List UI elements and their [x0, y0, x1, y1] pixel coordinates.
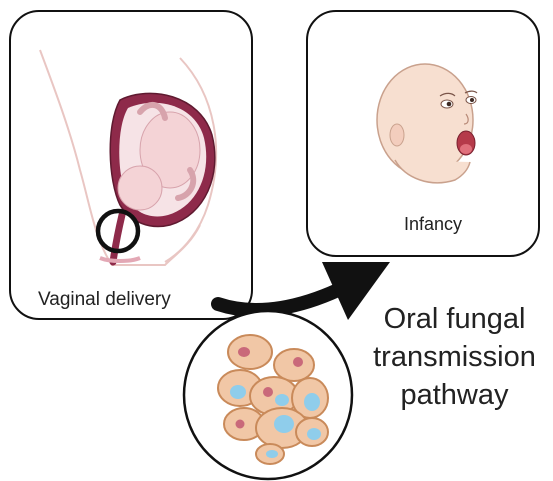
fungal-cells-illustration	[184, 311, 352, 479]
yeast-cell	[296, 418, 328, 446]
pathway-line: transmission	[356, 338, 553, 376]
infancy-label: Infancy	[404, 214, 462, 235]
pathway-label: Oral fungal transmission pathway	[356, 300, 553, 414]
yeast-cell	[256, 444, 284, 464]
birth-canal	[113, 215, 122, 262]
infant-head-illustration	[377, 64, 477, 183]
pathway-line: Oral fungal	[356, 300, 553, 338]
fetus-head	[118, 166, 162, 210]
pathway-line: pathway	[356, 376, 553, 414]
pregnant-body-illustration	[40, 50, 216, 265]
infant-ear	[390, 124, 404, 146]
yeast-cell	[274, 349, 314, 381]
vaginal-delivery-label: Vaginal delivery	[38, 289, 171, 311]
yeast-cell	[228, 335, 272, 369]
